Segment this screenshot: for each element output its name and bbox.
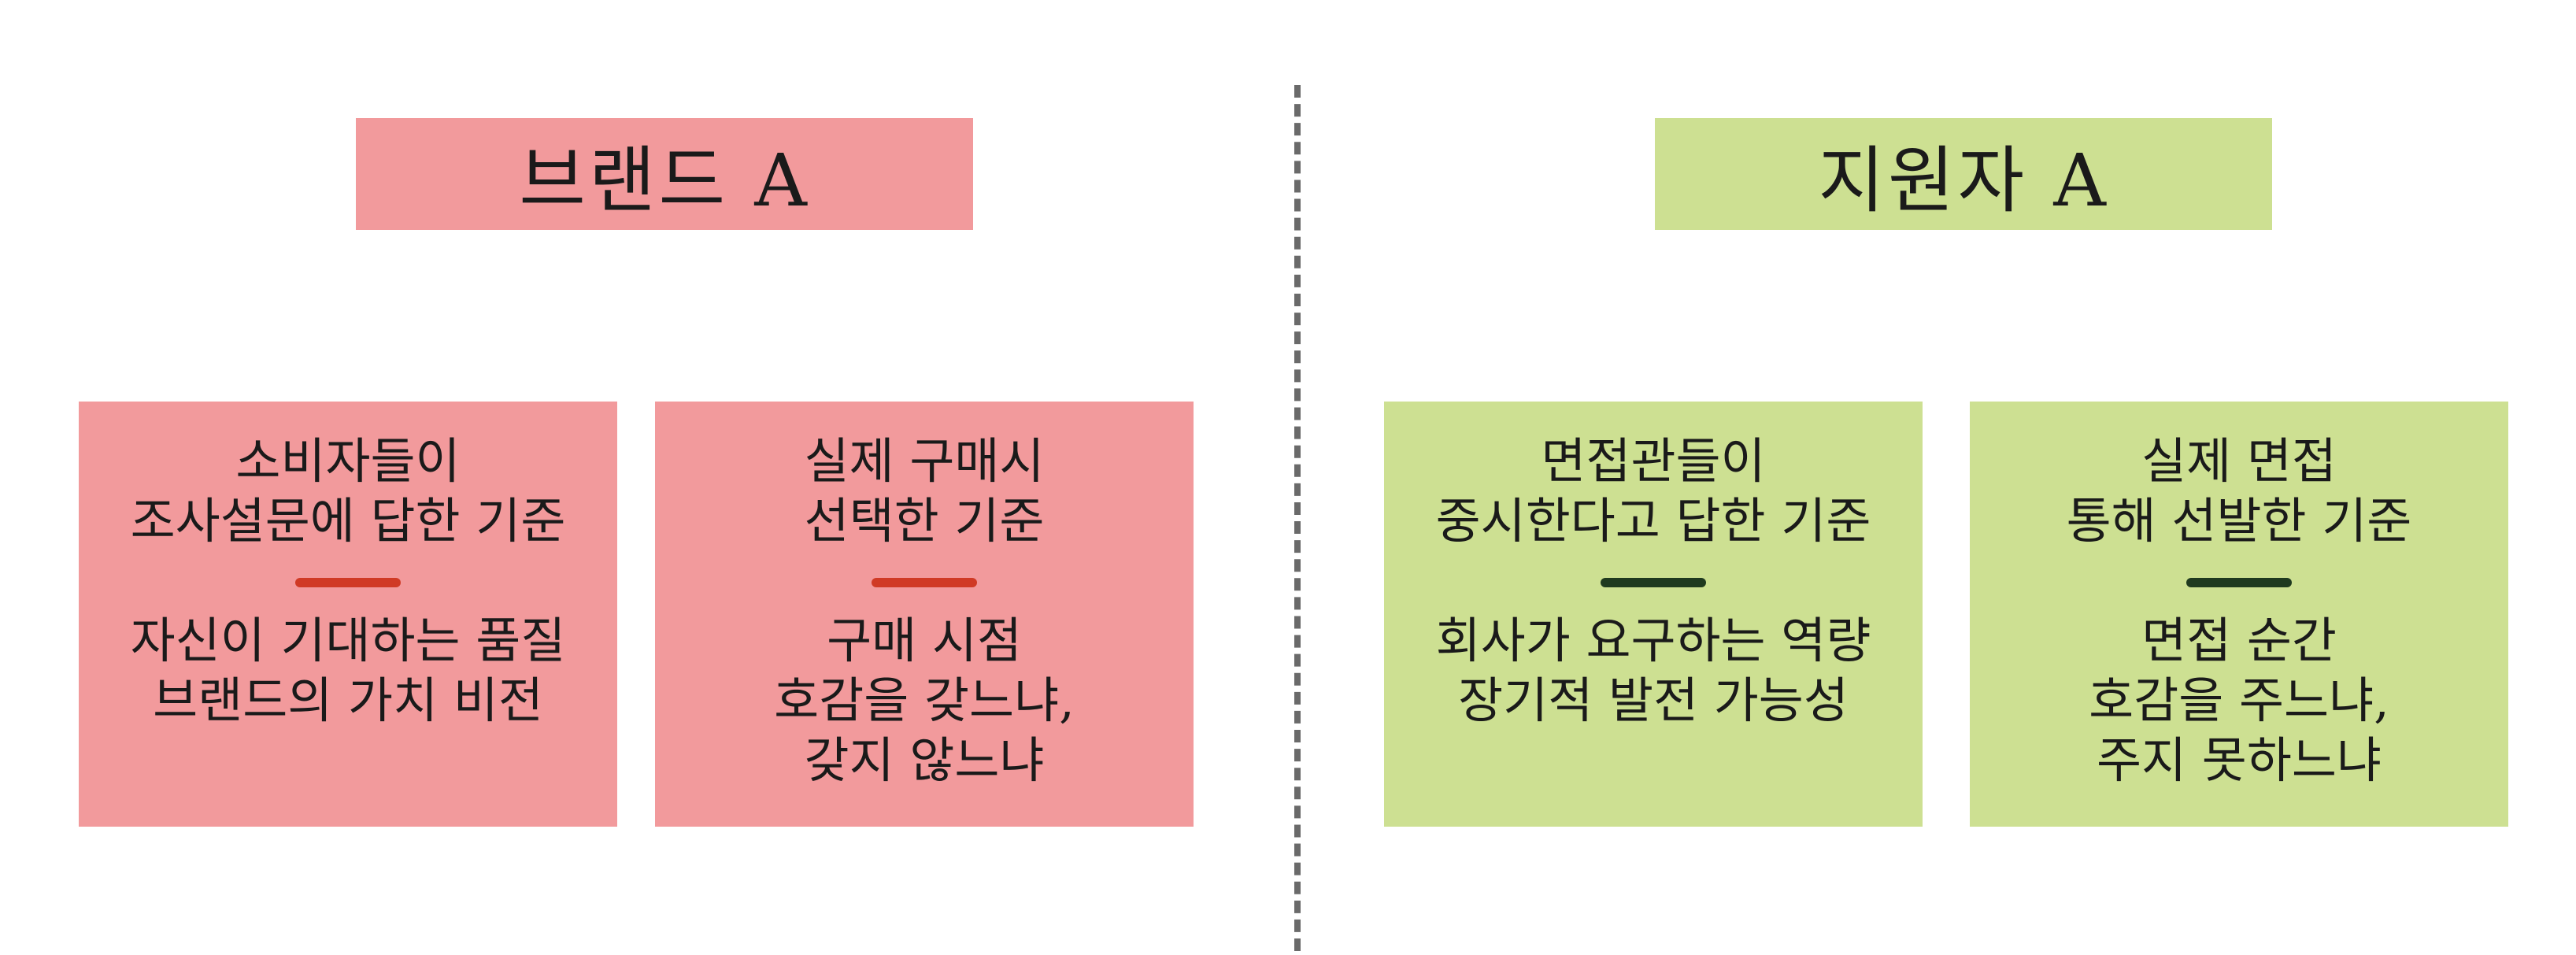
card-line: 실제 구매시 xyxy=(804,432,1045,490)
card-top-text: 소비자들이 조사설문에 답한 기준 xyxy=(79,431,617,551)
card-line: 통해 선발한 기준 xyxy=(2066,492,2412,550)
card-line: 실제 면접 xyxy=(2141,432,2337,490)
card-bottom-text: 면접 순간 호감을 주느냐, 주지 못하느냐 xyxy=(1970,611,2508,790)
card-line: 선택한 기준 xyxy=(804,492,1045,550)
brand-a-title: 브랜드 A xyxy=(519,138,810,223)
center-separator xyxy=(1294,85,1301,951)
card-line: 주지 못하느냐 xyxy=(2097,731,2382,789)
brand-a-header: 브랜드 A xyxy=(356,118,973,230)
card-divider xyxy=(872,578,977,587)
brand-card-purchase: 실제 구매시 선택한 기준 구매 시점 호감을 갖느냐, 갖지 않느냐 xyxy=(655,402,1194,827)
card-line: 갖지 않느냐 xyxy=(804,731,1045,789)
card-line: 호감을 주느냐, xyxy=(2089,672,2389,729)
applicant-a-title: 지원자 A xyxy=(1818,138,2109,223)
card-line: 면접관들이 xyxy=(1541,432,1766,490)
card-top-text: 실제 구매시 선택한 기준 xyxy=(655,431,1194,551)
applicant-card-interviewer: 면접관들이 중시한다고 답한 기준 회사가 요구하는 역량 장기적 발전 가능성 xyxy=(1384,402,1923,827)
card-bottom-text: 자신이 기대하는 품질 브랜드의 가치 비전 xyxy=(79,611,617,731)
brand-card-survey: 소비자들이 조사설문에 답한 기준 자신이 기대하는 품질 브랜드의 가치 비전 xyxy=(79,402,617,827)
card-line: 조사설문에 답한 기준 xyxy=(130,492,566,550)
card-line: 중시한다고 답한 기준 xyxy=(1435,492,1871,550)
card-bottom-text: 구매 시점 호감을 갖느냐, 갖지 않느냐 xyxy=(655,611,1194,790)
card-line: 소비자들이 xyxy=(235,432,461,490)
card-top-text: 면접관들이 중시한다고 답한 기준 xyxy=(1384,431,1923,551)
applicant-card-selection: 실제 면접 통해 선발한 기준 면접 순간 호감을 주느냐, 주지 못하느냐 xyxy=(1970,402,2508,827)
card-line: 호감을 갖느냐, xyxy=(774,672,1075,729)
card-line: 면접 순간 xyxy=(2141,612,2337,669)
card-divider xyxy=(1601,578,1706,587)
card-line: 자신이 기대하는 품질 xyxy=(130,612,566,669)
card-line: 장기적 발전 가능성 xyxy=(1458,672,1849,729)
card-bottom-text: 회사가 요구하는 역량 장기적 발전 가능성 xyxy=(1384,611,1923,731)
card-line: 브랜드의 가치 비전 xyxy=(153,672,543,729)
card-divider xyxy=(2186,578,2292,587)
card-top-text: 실제 면접 통해 선발한 기준 xyxy=(1970,431,2508,551)
card-line: 회사가 요구하는 역량 xyxy=(1435,612,1871,669)
card-line: 구매 시점 xyxy=(827,612,1022,669)
card-divider xyxy=(295,578,401,587)
applicant-a-header: 지원자 A xyxy=(1655,118,2272,230)
